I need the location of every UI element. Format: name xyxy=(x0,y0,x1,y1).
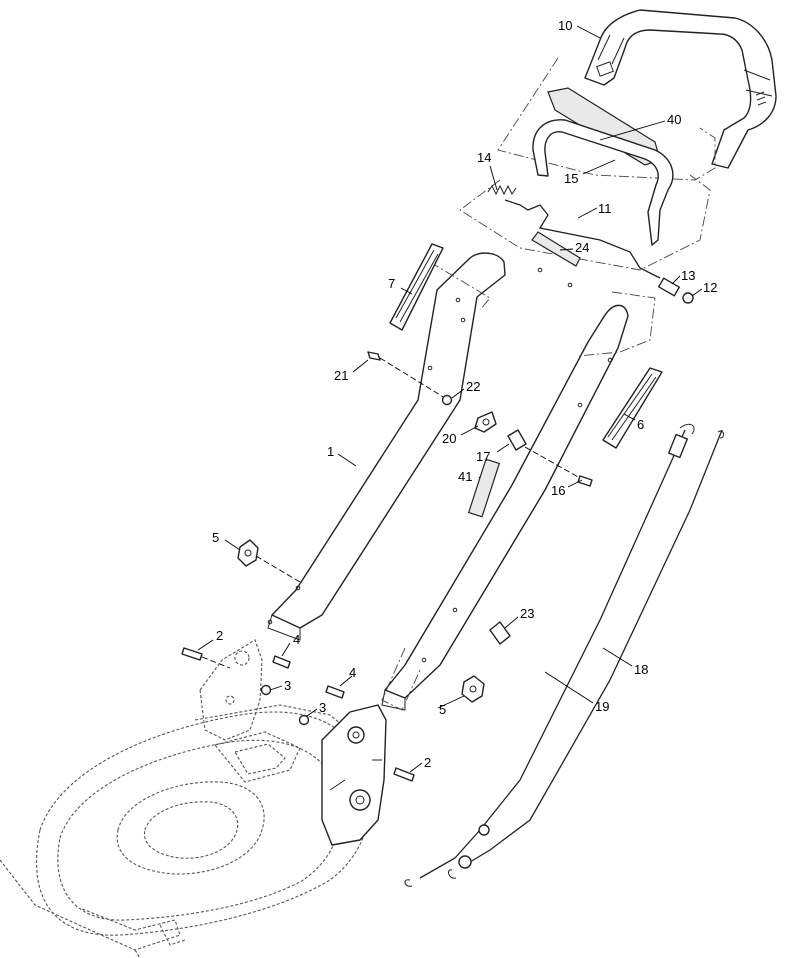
control-bail-phantom-frame xyxy=(459,174,711,271)
nut xyxy=(682,292,694,304)
callout-2-lower: 2 xyxy=(424,755,431,770)
callout-6: 6 xyxy=(637,417,644,432)
callout-17: 17 xyxy=(476,449,490,464)
callout-5-upper: 5 xyxy=(212,530,219,545)
spring xyxy=(487,184,517,196)
callout-16: 16 xyxy=(551,483,565,498)
callout-5-lower: 5 xyxy=(439,702,446,717)
callout-41: 41 xyxy=(458,469,472,484)
spacer-23 xyxy=(489,621,511,645)
knob-5-upper xyxy=(237,539,259,567)
callout-20: 20 xyxy=(442,431,456,446)
bolt-21 xyxy=(367,351,381,361)
callout-7: 7 xyxy=(388,276,395,291)
upper-handle-phantom-frame xyxy=(497,57,716,181)
linkage-rod xyxy=(504,199,661,279)
knob-20 xyxy=(474,411,497,433)
tube-41 xyxy=(467,458,501,518)
bolt-4-upper xyxy=(272,655,291,669)
callout-21: 21 xyxy=(334,368,348,383)
bracket-phantom-frame xyxy=(381,647,421,711)
brake-cable-18 xyxy=(448,429,725,879)
control-bail xyxy=(532,119,674,246)
callout-14: 14 xyxy=(477,150,491,165)
nut-3-lower xyxy=(298,714,310,726)
callout-1: 1 xyxy=(327,444,334,459)
right-handle-bracket xyxy=(321,704,387,846)
callout-13: 13 xyxy=(681,268,695,283)
callout-10: 10 xyxy=(558,18,572,33)
callout-3-upper: 3 xyxy=(284,678,291,693)
bushing xyxy=(658,277,680,297)
spacer-17 xyxy=(507,429,527,451)
upper-handle xyxy=(584,9,777,169)
callout-40: 40 xyxy=(667,112,681,127)
callout-15: 15 xyxy=(564,171,578,186)
callout-23: 23 xyxy=(520,606,534,621)
callout-11: 11 xyxy=(598,201,612,216)
callout-4-upper: 4 xyxy=(293,632,300,647)
sleeve xyxy=(531,231,581,267)
mower-deck xyxy=(0,704,371,958)
callout-24: 24 xyxy=(575,240,589,255)
left-handle-bracket xyxy=(199,639,263,741)
leader-lines xyxy=(197,25,703,773)
pin-2-upper xyxy=(181,647,203,661)
lower-handle xyxy=(267,252,629,711)
callout-22: 22 xyxy=(466,379,480,394)
callout-18: 18 xyxy=(634,662,648,677)
callout-12: 12 xyxy=(703,280,717,295)
callout-4-lower: 4 xyxy=(349,665,356,680)
right-cable-guide xyxy=(602,367,663,449)
left-cable-guide xyxy=(389,243,444,331)
pin-2-lower xyxy=(393,767,415,782)
drive-cable-19 xyxy=(404,423,695,887)
knob-5-lower xyxy=(461,675,485,703)
nut-22 xyxy=(441,394,453,406)
bolt-4-lower xyxy=(325,685,345,699)
callout-19: 19 xyxy=(595,699,609,714)
callout-3-lower: 3 xyxy=(319,700,326,715)
bolt-16 xyxy=(577,475,593,487)
nut-3-upper xyxy=(260,684,272,696)
callout-2-upper: 2 xyxy=(216,628,223,643)
left-guide-phantom-frame xyxy=(429,261,491,311)
right-guide-phantom-frame xyxy=(577,291,656,357)
